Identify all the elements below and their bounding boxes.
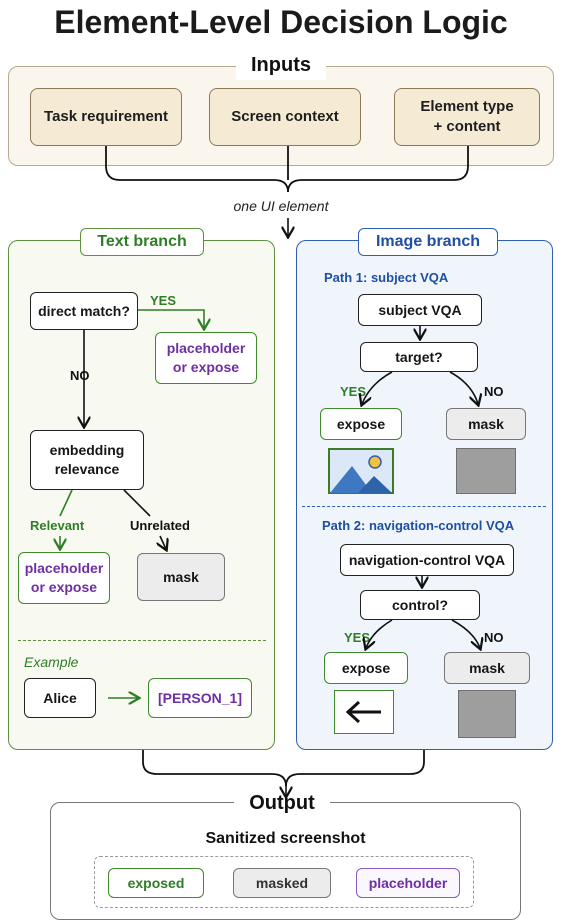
path2-no-label: NO (484, 630, 504, 645)
path2-gray-mask-icon (458, 690, 516, 738)
example-input-node: Alice (24, 678, 96, 718)
diagram-title: Element-Level Decision Logic (54, 4, 508, 40)
relevant-result-node: placeholder or expose (18, 552, 110, 604)
path1-label: Path 1: subject VQA (324, 270, 449, 285)
text-branch-title: Text branch (80, 228, 204, 256)
path2-mask-node: mask (444, 652, 530, 684)
control-question-node: control? (360, 590, 480, 620)
landscape-image-icon (328, 448, 394, 494)
example-label: Example (24, 654, 79, 670)
example-output-node: [PERSON_1] (148, 678, 252, 718)
inputs-title: Inputs (236, 54, 326, 80)
legend-placeholder: placeholder (356, 868, 460, 898)
navigation-control-vqa-node: navigation-control VQA (340, 544, 514, 576)
image-branch-title: Image branch (358, 228, 498, 256)
path1-yes-label: YES (340, 384, 367, 399)
element-type-content-box: Element type + content (394, 88, 540, 146)
path1-expose-node: expose (320, 408, 402, 440)
subject-vqa-node: subject VQA (358, 294, 482, 326)
direct-match-no-label: NO (70, 368, 90, 383)
direct-match-node: direct match? (30, 292, 138, 330)
output-panel (50, 802, 521, 920)
embedding-relevance-node: embedding relevance (30, 430, 144, 490)
back-arrow-icon (334, 690, 394, 734)
direct-match-yes-label: YES (150, 293, 177, 308)
path2-yes-label: YES (344, 630, 371, 645)
path2-expose-node: expose (324, 652, 408, 684)
text-branch-divider (18, 640, 266, 641)
task-requirement-box: Task requirement (30, 88, 182, 146)
legend-masked: masked (233, 868, 331, 898)
gray-mask-square-icon (456, 448, 516, 494)
unrelated-mask-node: mask (137, 553, 225, 601)
one-ui-element-label: one UI element (233, 198, 329, 214)
unrelated-label: Unrelated (130, 518, 190, 533)
path1-no-label: NO (484, 384, 504, 399)
image-branch-divider (302, 506, 546, 507)
output-legend-frame (94, 856, 474, 908)
path2-label: Path 2: navigation-control VQA (322, 518, 515, 533)
direct-match-result-node: placeholder or expose (155, 332, 257, 384)
target-question-node: target? (360, 342, 478, 372)
sanitized-screenshot-label: Sanitized screenshot (205, 830, 366, 847)
relevant-label: Relevant (30, 518, 85, 533)
path1-mask-node: mask (446, 408, 526, 440)
output-title: Output (234, 792, 330, 818)
screen-context-box: Screen context (209, 88, 361, 146)
legend-exposed: exposed (108, 868, 204, 898)
